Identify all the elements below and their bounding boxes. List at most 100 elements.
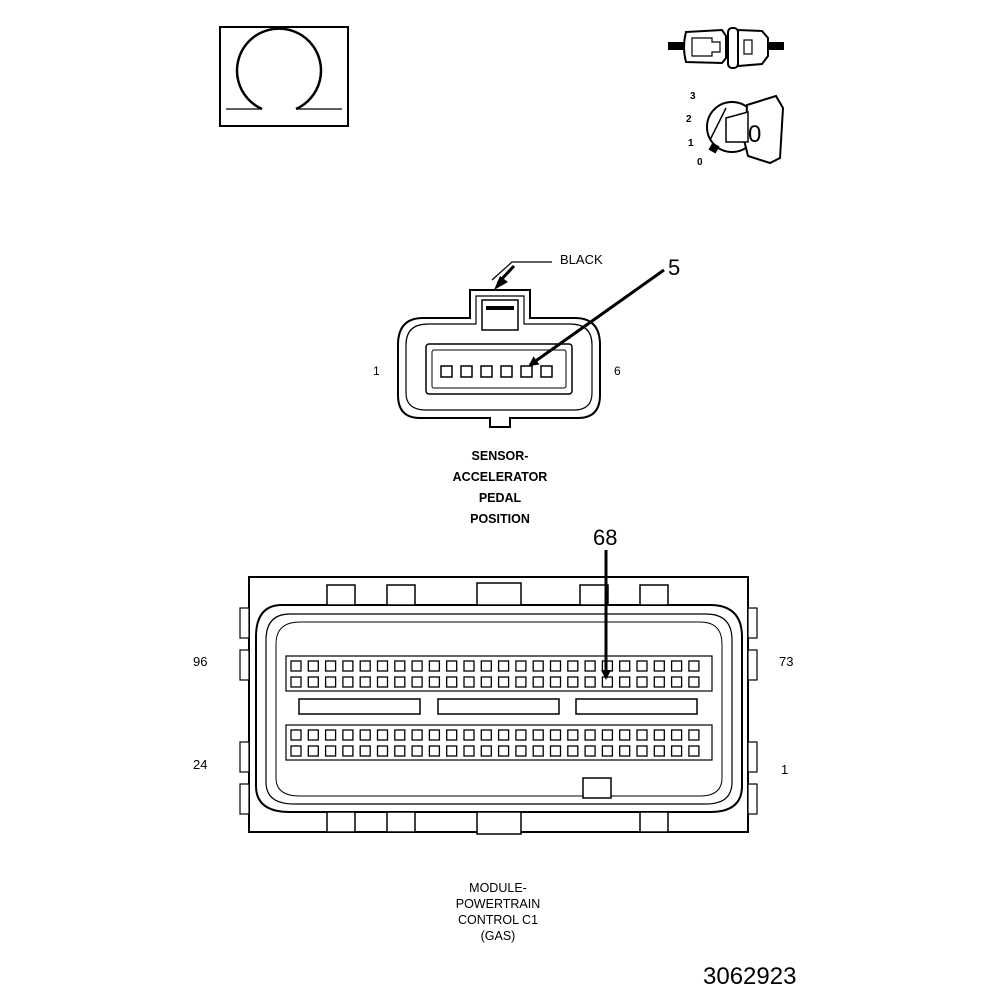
pcm-caption-line: MODULE- [469, 881, 527, 895]
pcm-pin-cavity [619, 676, 631, 688]
pcm-caption-line: (GAS) [480, 929, 516, 943]
pcm-pin-cavity [653, 745, 665, 757]
pcm-pin-cavity [670, 745, 683, 757]
pcm-caption: MODULE- POWERTRAIN CONTROL C1 (GAS) [418, 880, 578, 944]
pcm-pin-cavity [601, 729, 614, 741]
sensor-caption-line: PEDAL [478, 491, 522, 505]
pcm-pin-73-label: 73 [779, 654, 794, 669]
pcm-pin-cavity [619, 729, 631, 741]
pcm-latches [239, 582, 758, 835]
pcm-pin-cavity [463, 729, 475, 741]
sensor-caption: SENSOR- ACCELERATOR PEDAL POSITION [420, 446, 580, 530]
pcm-pin-cavity [515, 660, 527, 672]
pcm-pin-cavity [376, 660, 389, 672]
pcm-pin-cavity [584, 729, 596, 741]
pcm-caption-line: POWERTRAIN [455, 897, 541, 911]
pcm-pin-cavity [688, 729, 700, 741]
pcm-pin-cavity [324, 729, 337, 741]
pcm-pin-cavity [549, 745, 562, 757]
pcm-pin-cavity [688, 676, 700, 688]
figure-number: 3062923 [703, 963, 797, 990]
pcm-pin-cavity [688, 745, 700, 757]
pcm-pin-cavity [584, 745, 596, 757]
pcm-pin-cavity [670, 676, 683, 688]
pcm-pin-96-label: 96 [193, 654, 208, 669]
pcm-connector [239, 576, 758, 835]
pcm-pin-cavity [394, 676, 406, 688]
pcm-pin-cavity [670, 729, 683, 741]
sensor-callout-arrow [528, 268, 665, 367]
pcm-pin-cavity [446, 729, 458, 741]
key-position-0: 0 [697, 157, 703, 168]
pcm-pin-cavity [601, 676, 614, 688]
pcm-pin-cavity [428, 729, 441, 741]
pcm-pin-cavity [290, 660, 302, 672]
pcm-pin-cavity [411, 660, 423, 672]
pcm-pin-cavity [480, 729, 492, 741]
pcm-pin-cavity [376, 729, 389, 741]
pcm-pin-cavity [584, 676, 596, 688]
sensor-callout-pin-label: 5 [668, 255, 681, 280]
pcm-pin-cavity [549, 676, 562, 688]
pcm-pin-cavity [376, 745, 389, 757]
pcm-pin-cavity [446, 660, 458, 672]
pcm-pin-cavity [411, 676, 423, 688]
pcm-pin-cavity [446, 676, 458, 688]
pcm-pin-cavity [290, 676, 302, 688]
pcm-pin-cavity [636, 660, 648, 672]
sensor-caption-line: ACCELERATOR [452, 470, 548, 484]
pcm-pin-cavity [463, 745, 475, 757]
pcm-pin-cavity [290, 729, 302, 741]
pcm-pin-cavity [307, 676, 319, 688]
pcm-pin-cavity [428, 676, 441, 688]
pcm-pin-cavity [670, 660, 683, 672]
pcm-pin-cavity [636, 676, 648, 688]
sensor-pin-left-label: 1 [373, 364, 380, 378]
pcm-pins [290, 660, 700, 757]
sensor-connector [397, 261, 601, 428]
key-position-2: 2 [686, 114, 692, 125]
pcm-pin-cavity [567, 676, 579, 688]
pcm-pin-cavity [497, 729, 510, 741]
pcm-pin-cavity [359, 729, 371, 741]
pcm-pin-cavity [307, 729, 319, 741]
key-position-1: 1 [688, 138, 694, 149]
pcm-pin-cavity [480, 745, 492, 757]
pcm-pin-cavity [549, 729, 562, 741]
pcm-pin-cavity [463, 660, 475, 672]
ignition-symbol-icon [219, 26, 349, 127]
pcm-pin-cavity [515, 729, 527, 741]
pcm-pin-cavity [532, 745, 544, 757]
pcm-pin-cavity [653, 660, 665, 672]
pcm-pin-cavity [480, 660, 492, 672]
pcm-pin-cavity [567, 729, 579, 741]
pcm-pin-cavity [342, 729, 354, 741]
pcm-pin-cavity [428, 745, 441, 757]
pcm-pin-cavity [688, 660, 700, 672]
pcm-pin-cavity [324, 745, 337, 757]
sensor-caption-line: POSITION [470, 512, 530, 526]
pcm-pin-cavity [636, 729, 648, 741]
ignition-key-icon [706, 94, 785, 165]
pcm-pin-cavity [342, 745, 354, 757]
pcm-pin-cavity [653, 676, 665, 688]
pcm-pin-cavity [411, 745, 423, 757]
pcm-pin-cavity [359, 745, 371, 757]
pcm-pin-cavity [359, 660, 371, 672]
pcm-pin-cavity [532, 660, 544, 672]
pcm-pin-cavity [394, 660, 406, 672]
pcm-pin-cavity [532, 729, 544, 741]
pcm-pin-cavity [653, 729, 665, 741]
sensor-caption-line: SENSOR- [471, 449, 529, 463]
pcm-pin-cavity [636, 745, 648, 757]
pcm-pin-cavity [307, 660, 319, 672]
pcm-pin-cavity [324, 676, 337, 688]
pcm-pin-cavity [394, 729, 406, 741]
pcm-pin-cavity [619, 745, 631, 757]
pcm-pin-cavity [428, 660, 441, 672]
pcm-caption-line: CONTROL C1 [457, 913, 539, 927]
pcm-pin-cavity [497, 660, 510, 672]
key-label: 0 [748, 121, 762, 148]
pcm-pin-cavity [515, 676, 527, 688]
